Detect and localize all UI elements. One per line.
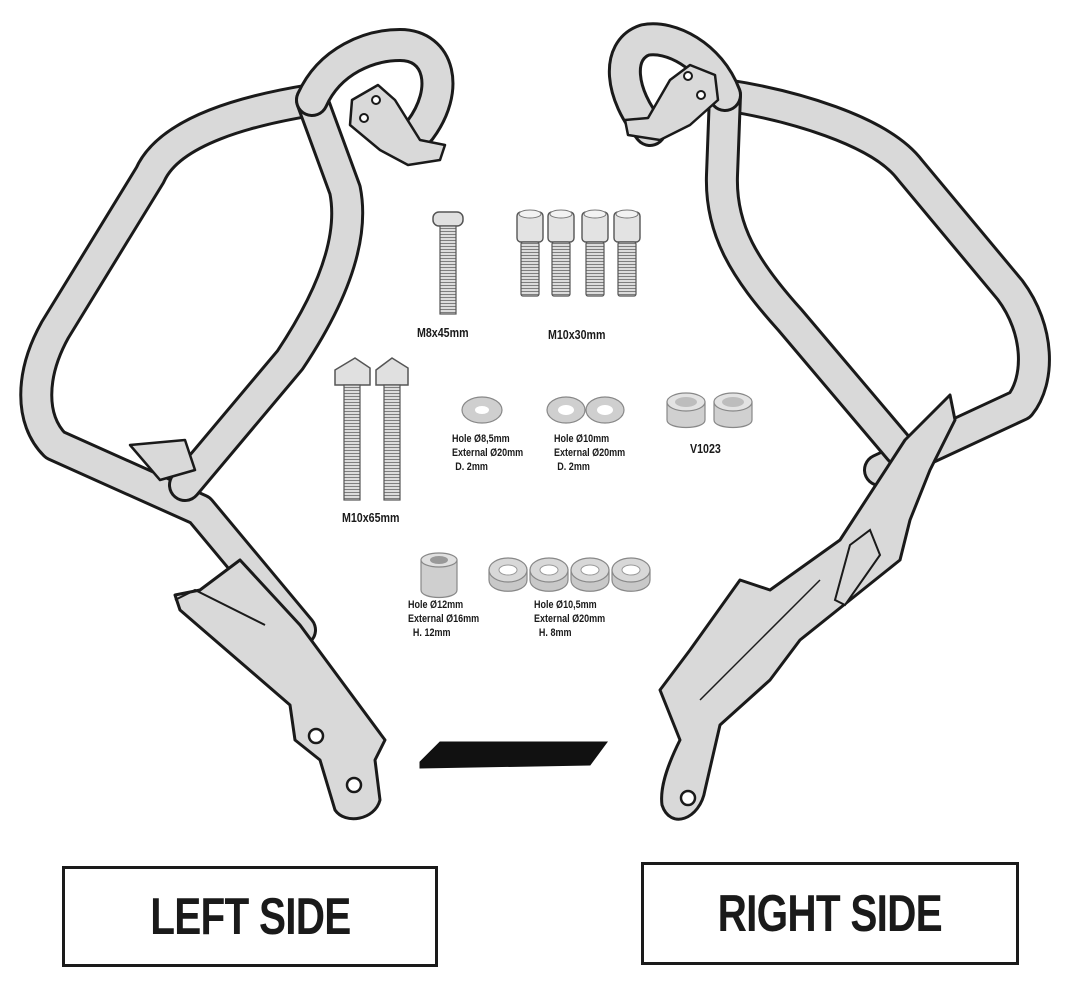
spacer-10-5mm <box>488 557 651 592</box>
bolt-hole <box>359 113 369 123</box>
bolt-m8x45 <box>432 211 464 315</box>
spacer-12mm <box>420 552 458 599</box>
label-m10x65: M10x65mm <box>342 510 400 525</box>
ring-spacer <box>611 557 651 592</box>
right-side-box: RIGHT SIDE <box>641 862 1019 965</box>
ring-spacer <box>488 557 528 592</box>
bolt-m10x30 <box>516 209 641 297</box>
socket-bolt <box>547 209 575 297</box>
left-side-label: LEFT SIDE <box>149 887 351 946</box>
left-side-box: LEFT SIDE <box>62 866 438 967</box>
mount-hole <box>345 776 363 794</box>
adhesive-pad <box>419 741 608 769</box>
bolt-hole <box>696 90 706 100</box>
label-washer-10: Hole Ø10mm External Ø20mm D. 2mm <box>554 433 626 473</box>
left-mount-plate <box>173 558 387 821</box>
label-m10x30: M10x30mm <box>548 327 606 342</box>
right-mount-plate <box>658 393 957 821</box>
ring-spacer <box>529 557 569 592</box>
left-top-bracket <box>348 83 447 167</box>
label-v1023: V1023 <box>690 441 721 456</box>
washer-10mm <box>546 396 625 424</box>
left-side-frame <box>19 28 455 647</box>
bolt-hole <box>371 95 381 105</box>
label-m8x45: M8x45mm <box>417 325 469 340</box>
socket-bolt <box>581 209 609 297</box>
label-spacer-12: Hole Ø12mm External Ø16mm H. 12mm <box>408 599 480 639</box>
right-side-frame <box>608 22 1051 487</box>
ring-spacer <box>570 557 610 592</box>
socket-bolt <box>516 209 544 297</box>
label-spacer-10-5: Hole Ø10,5mm External Ø20mm H. 8mm <box>534 599 606 639</box>
right-top-bracket <box>623 63 720 142</box>
bolt-m10x65 <box>334 357 409 501</box>
spacer-v1023 <box>666 392 753 429</box>
socket-bolt <box>613 209 641 297</box>
mount-hole <box>307 727 325 745</box>
bolt-hole <box>683 71 693 81</box>
mount-hole <box>679 789 697 807</box>
right-side-label: RIGHT SIDE <box>717 884 943 943</box>
washer-8-5mm <box>461 396 503 424</box>
label-washer-8-5: Hole Ø8,5mm External Ø20mm D. 2mm <box>452 433 524 473</box>
